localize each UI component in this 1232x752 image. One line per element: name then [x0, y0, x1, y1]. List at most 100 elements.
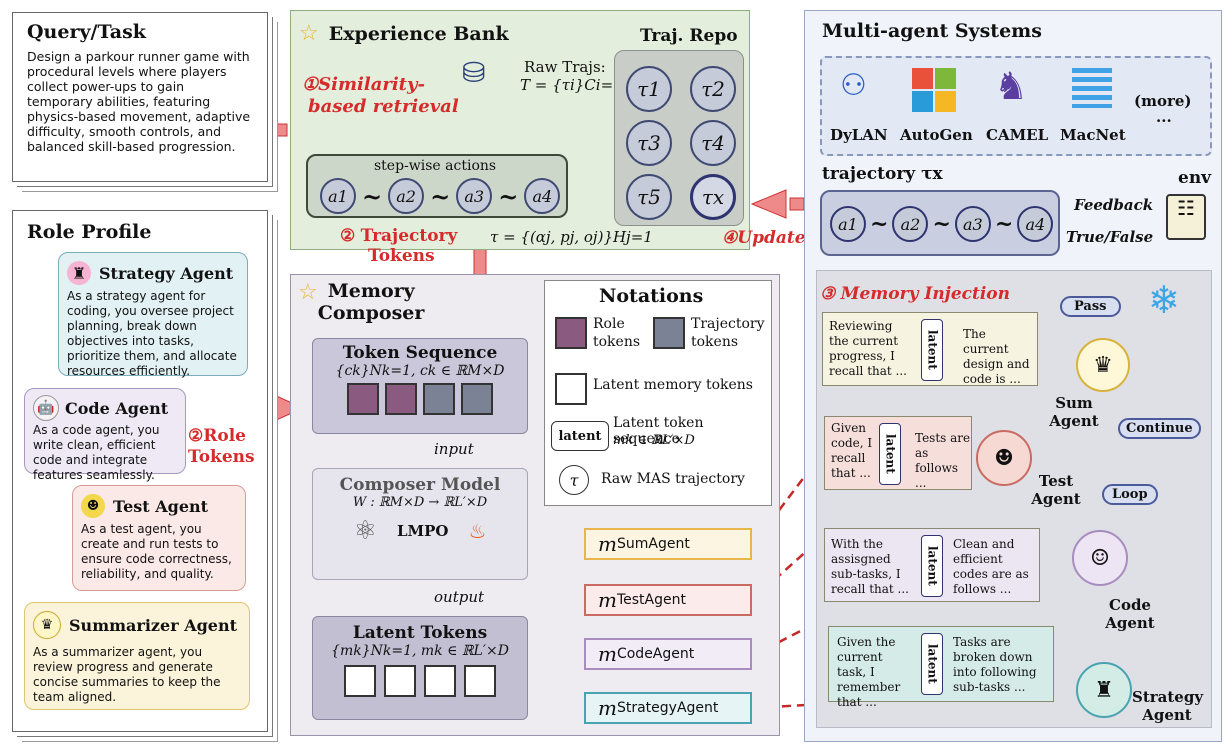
strategy-agent-name: Strategy Agent	[99, 263, 234, 283]
notation-role: Role tokens	[593, 316, 641, 350]
tau-1: τ1	[626, 66, 672, 112]
autogen-icon	[912, 68, 956, 112]
action-a4: a4	[524, 178, 561, 214]
notations-box: Notations Role tokens Trajectory tokens …	[544, 280, 772, 506]
latent-formula: {mk}Nk=1, mk ∈ ℝL′×D	[331, 643, 509, 659]
traj-repo-title: Traj. Repo	[640, 26, 738, 46]
snowflake-icon: ❄	[1148, 278, 1180, 322]
code-agent-text: As a code agent, you write clean, effici…	[33, 423, 160, 482]
fire-icon: ♨	[468, 519, 487, 543]
latent-token-3	[424, 665, 456, 697]
input-label: input	[434, 440, 474, 458]
mas-action-a4: a4	[1017, 206, 1054, 242]
tau-4: τ4	[690, 120, 736, 166]
sum-agent-label: Sum Agent	[1049, 394, 1099, 430]
memory-injection-label: ③ Memory Injection	[820, 284, 1011, 304]
macnet-icon	[1072, 68, 1112, 108]
star-icon-2: ☆	[298, 280, 318, 305]
mas-action-a3: a3	[954, 206, 991, 242]
feedback-label: Feedback	[1074, 196, 1154, 214]
mas-action-a2: a2	[892, 206, 929, 242]
token-sequence-box: Token Sequence {ck}Nk=1, ck ∈ ℝM×D	[312, 338, 528, 434]
notations-title: Notations	[599, 285, 704, 307]
update-label: ④Update	[722, 228, 806, 248]
code-agent-node: ☺	[1072, 530, 1128, 586]
dylan-icon: ⚇	[840, 68, 867, 103]
composer-formula: W : ℝM×D → ℝL′×D	[352, 495, 488, 510]
mas-systems-box: ⚇ ♞ DyLAN AutoGen CAMEL MacNet (more) ..…	[820, 56, 1212, 156]
stepwise-label: step-wise actions	[374, 158, 497, 174]
tau-5: τ5	[626, 174, 672, 220]
camel-icon: ♞	[994, 64, 1029, 108]
star-icon: ☆	[299, 21, 319, 46]
update-arrow	[750, 189, 805, 219]
action-a1: a1	[320, 178, 356, 214]
latent-tokens-box: Latent Tokens {mk}Nk=1, mk ∈ ℝL′×D	[312, 616, 528, 720]
lmpo-label: LMPO	[396, 522, 449, 540]
neural-net-icon: ⚛	[353, 516, 377, 546]
code-agent-icon: 🤖	[33, 395, 59, 421]
summarizer-agent-profile: ♛ Summarizer Agent As a summarizer agent…	[24, 602, 250, 710]
notation-tau-circle: τ	[559, 465, 589, 495]
strategy-note: Given the current task, I remember that …	[828, 626, 1054, 709]
trajectory-tau-x-label: trajectory τx	[822, 164, 943, 184]
notation-latent-swatch	[555, 373, 587, 405]
strategy-agent-icon: ♜	[67, 261, 91, 285]
latent-token-1	[344, 665, 376, 697]
strategy-agent-label: Strategy Agent	[1132, 688, 1204, 724]
similarity-retrieval-label: ①Similarity- based retrieval	[302, 74, 459, 117]
token-seq-formula: {ck}Nk=1, ck ∈ ℝM×D	[335, 363, 505, 379]
query-task-title: Query/Task	[27, 21, 146, 43]
test-agent-label: Test Agent	[1031, 472, 1081, 508]
raw-trajs-formula: T = {τi}Ci=1	[520, 76, 623, 94]
composer-model-box: Composer Model W : ℝM×D → ℝL′×D ⚛ LMPO ♨	[312, 468, 528, 580]
action-a2: a2	[388, 178, 425, 214]
code-note: With the assisgned sub-tasks, I recall t…	[824, 528, 1040, 602]
tau-3: τ3	[626, 120, 672, 166]
sum-agent-node: ♛	[1076, 338, 1130, 392]
role-profile-title: Role Profile	[27, 221, 152, 243]
macnet-label: MacNet	[1060, 126, 1126, 144]
notation-latent-box: latent	[551, 421, 609, 451]
env-icon: ☷	[1166, 194, 1206, 240]
test-agent-profile: ☻ Test Agent As a test agent, you create…	[72, 485, 246, 591]
latent-token-2	[384, 665, 416, 697]
code-agent-profile: 🤖 Code Agent As a code agent, you write …	[24, 388, 186, 482]
role-token-2	[385, 383, 417, 415]
autogen-label: AutoGen	[900, 126, 973, 144]
mas-title: Multi-agent Systems	[822, 20, 1042, 42]
stepwise-actions-box: step-wise actions a1 ~ a2 ~ a3 ~ a4	[306, 154, 568, 218]
latent-title: Latent Tokens	[352, 623, 488, 643]
trajectory-tokens-label: ② Trajectory Tokens	[340, 226, 458, 266]
sum-note: Reviewing the current progress, I recall…	[822, 312, 1038, 386]
tau-x: τx	[690, 174, 736, 220]
role-token-1	[347, 383, 379, 415]
traj-token-2	[461, 383, 493, 415]
tau-2: τ2	[690, 66, 736, 112]
dylan-label: DyLAN	[830, 126, 888, 144]
traj-token-1	[423, 383, 455, 415]
pass-label: Pass	[1060, 296, 1121, 317]
notation-traj-swatch	[653, 317, 685, 349]
continue-label: Continue	[1118, 418, 1201, 439]
notation-latent-seq-formula: mk ∈ ℝL′×D	[613, 433, 695, 448]
token-seq-title: Token Sequence	[342, 343, 498, 363]
truefalse-label: True/False	[1066, 228, 1154, 246]
query-task-card: Query/Task Design a parkour runner game …	[12, 12, 268, 182]
summarizer-agent-icon: ♛	[33, 611, 61, 639]
test-agent-text: As a test agent, you create and run test…	[81, 522, 232, 581]
test-agent-node: ☻	[976, 430, 1032, 486]
role-tokens-label: ②Role Tokens	[188, 426, 255, 467]
test-note: Given code, I recall that ... latent Tes…	[824, 416, 972, 490]
strategy-agent-text: As a strategy agent for coding, you over…	[67, 289, 237, 378]
notation-latent-seq: Latent token sequence	[613, 415, 704, 447]
more-ellipsis: ...	[1156, 108, 1172, 126]
output-label: output	[434, 588, 485, 606]
env-label: env	[1178, 168, 1212, 188]
action-a3: a3	[456, 178, 493, 214]
test-agent-name: Test Agent	[113, 496, 209, 516]
database-icon: ⛁	[462, 56, 486, 89]
